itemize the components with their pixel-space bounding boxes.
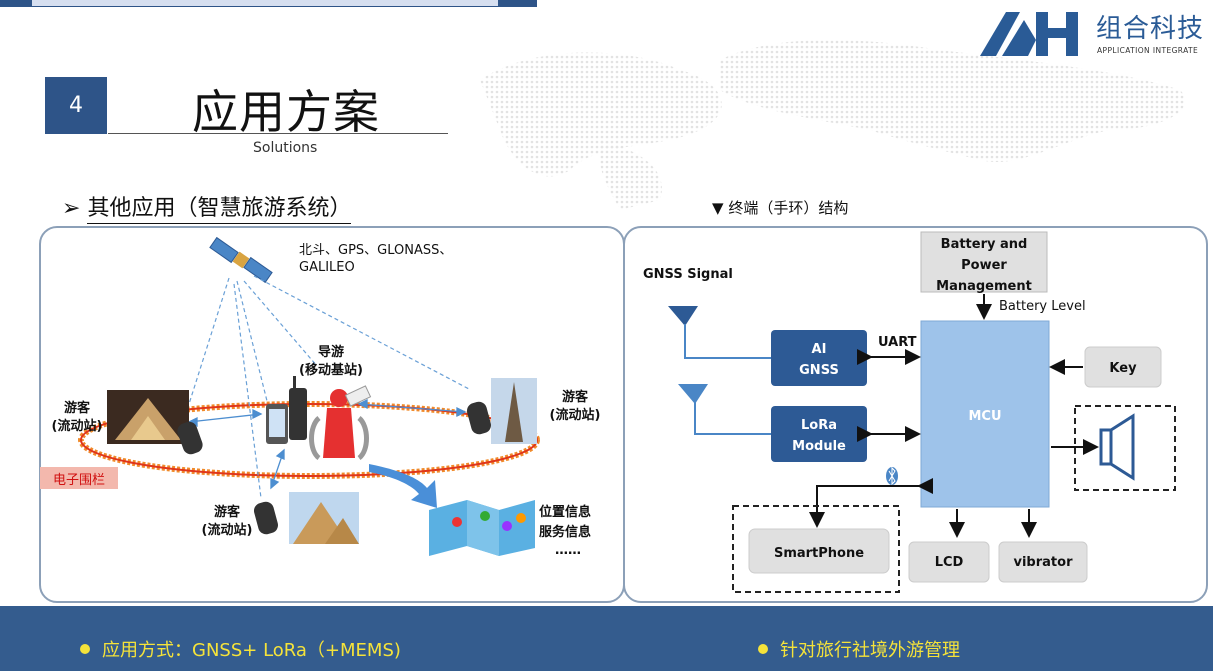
page-subtitle: Solutions [253, 140, 318, 156]
satellite-signal-lines [188, 275, 470, 499]
vibrator-block [998, 541, 1088, 583]
triangle-bullet-icon: ▼ [712, 199, 724, 217]
tourist-bottom-sub: (流动站) [202, 522, 253, 538]
eiffel-photo [491, 378, 537, 444]
bottom-band [0, 606, 1213, 671]
section-number: 4 [45, 77, 107, 134]
band-icon [177, 401, 492, 535]
left-heading-text: 其他应用（智慧旅游系统） [87, 196, 352, 224]
tourist-left-sub: (流动站) [52, 418, 103, 434]
map-icon [429, 500, 535, 556]
bluetooth-icon [886, 466, 898, 486]
mcu-block [920, 320, 1050, 508]
battery-level-label: Battery Level [999, 299, 1086, 314]
bullet-target-text: 针对旅行社境外游管理 [780, 640, 960, 661]
tourist-left-label: 游客 [64, 400, 91, 416]
mcu-label: MCU [968, 409, 1001, 424]
top-bar-highlight [32, 0, 498, 6]
battery-label-3: Management [936, 279, 1032, 294]
arrow-icon [369, 464, 437, 508]
lora-block [771, 406, 867, 462]
info-label-more: …… [555, 543, 581, 558]
tourist-right-label: 游客 [562, 389, 589, 405]
satellite-label: 北斗、GPS、GLONASS、 [299, 243, 452, 258]
left-heading: ➢ 其他应用（智慧旅游系统） [62, 190, 352, 224]
radio-icon [289, 376, 307, 440]
tourist-right-sub: (流动站) [550, 407, 601, 423]
lora-label-1: LoRa [801, 418, 837, 433]
guide-figure [309, 385, 372, 461]
battery-label-2: Power [961, 258, 1007, 273]
uart-label: UART [878, 335, 917, 350]
comm-arrows [187, 398, 467, 490]
info-label-service: 服务信息 [539, 524, 591, 540]
vibrator-label: vibrator [1014, 555, 1074, 570]
antenna-icon [668, 306, 771, 435]
title-underline [108, 133, 448, 134]
guide-sub-label: (移动基站) [299, 362, 363, 378]
ai-gnss-label-1: AI [812, 342, 827, 357]
page-title: 应用方案 [192, 85, 380, 139]
geofence-label: 电子围栏 [40, 467, 118, 489]
info-label-location: 位置信息 [539, 504, 591, 520]
bullet-application-mode: 应用方式：GNSS+ LoRa（+MEMS) [80, 636, 401, 662]
tourist-bottom-label: 游客 [214, 504, 241, 520]
gnss-signal-label: GNSS Signal [643, 267, 733, 282]
satellite-label-2: GALILEO [299, 260, 355, 275]
satellite-icon [209, 236, 273, 284]
bullet-application-text: 应用方式：GNSS+ LoRa（+MEMS) [102, 640, 401, 661]
ah-logo-icon [980, 12, 1078, 56]
right-heading: ▼ 终端（手环）结构 [712, 197, 848, 218]
ai-gnss-block [771, 330, 867, 386]
bluetooth-link [809, 478, 933, 528]
ai-gnss-label-2: GNSS [799, 363, 839, 378]
battery-box [920, 231, 1048, 293]
guide-label: 导游 [318, 344, 344, 360]
bullet-dot-icon [80, 644, 90, 654]
pyramid-photo [289, 492, 359, 544]
bullet-dot-icon [758, 644, 768, 654]
key-block [1084, 346, 1162, 388]
arrow-bullet-icon: ➢ [62, 196, 81, 221]
terminal-diagram: GNSS Signal Battery and Power Management… [643, 231, 1176, 593]
logo-tagline: APPLICATION INTEGRATE [1097, 46, 1199, 55]
right-heading-text: 终端（手环）结构 [728, 199, 849, 217]
louvre-photo [107, 390, 189, 444]
tourism-diagram: 北斗、GPS、GLONASS、 GALILEO 导游 (移动基站) [52, 236, 601, 558]
logo-name: 组合科技 [1096, 14, 1205, 44]
battery-label-1: Battery and [941, 237, 1028, 252]
terminal-structure-panel [623, 226, 1208, 603]
smartphone-box [732, 505, 900, 593]
lora-label-2: Module [792, 439, 846, 454]
bullet-target-use: 针对旅行社境外游管理 [758, 636, 960, 662]
key-label: Key [1109, 361, 1137, 376]
phone-icon [266, 404, 288, 444]
smartphone-label: SmartPhone [774, 546, 864, 561]
smartphone-block [748, 528, 890, 574]
lcd-label: LCD [935, 555, 964, 570]
speaker-icon [1099, 413, 1135, 481]
lcd-block [908, 541, 990, 583]
world-map-background [480, 40, 1186, 210]
